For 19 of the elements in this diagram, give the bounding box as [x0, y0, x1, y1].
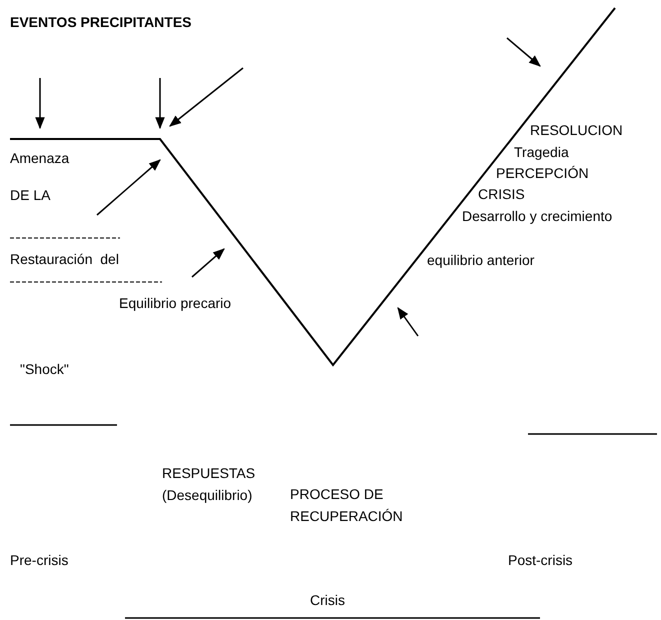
- title: EVENTOS PRECIPITANTES: [10, 14, 192, 30]
- label: DE LA: [10, 187, 50, 203]
- label: Equilibrio precario: [119, 295, 232, 311]
- label: PROCESO DE: [290, 486, 384, 502]
- label: Tragedia: [514, 144, 569, 160]
- label: "Shock": [20, 361, 69, 377]
- label: PERCEPCIÓN: [496, 165, 589, 181]
- label: (Desequilibrio): [162, 487, 252, 503]
- label: RESPUESTAS: [162, 465, 256, 481]
- label: Crisis: [310, 592, 345, 608]
- label: CRISIS: [478, 186, 525, 202]
- label: RECUPERACIÓN: [290, 508, 403, 524]
- label: Desarrollo y crecimiento: [462, 208, 612, 224]
- label: equilibrio anterior: [427, 252, 534, 268]
- label: Post-crisis: [508, 552, 573, 568]
- label: RESOLUCION: [530, 122, 623, 138]
- label: Pre-crisis: [10, 552, 68, 568]
- label: Amenaza: [10, 150, 70, 166]
- label: Restauración del: [10, 251, 119, 267]
